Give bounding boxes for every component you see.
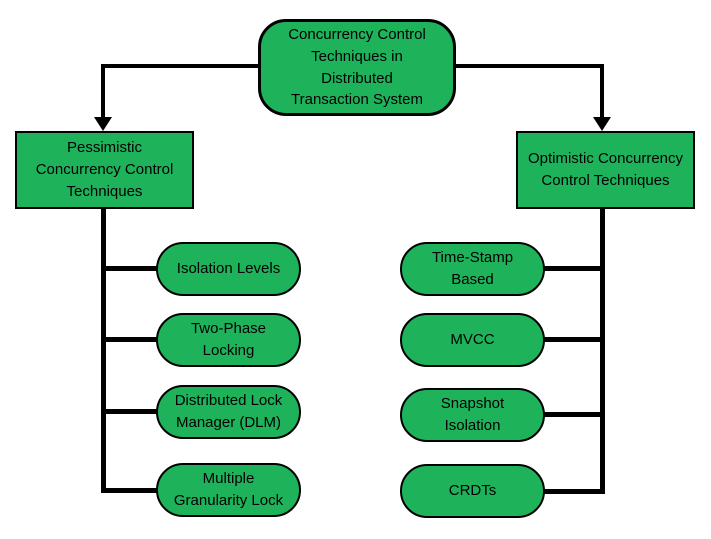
arrowhead-pessimistic bbox=[94, 117, 112, 131]
trunk-optimistic bbox=[600, 208, 605, 494]
node-root-label: Concurrency Control Techniques in Distri… bbox=[288, 26, 426, 109]
connector-root-to-optimistic-horizontal bbox=[456, 64, 604, 68]
arrowhead-optimistic bbox=[593, 117, 611, 131]
node-optimistic-label: Optimistic Concurrency Control Technique… bbox=[527, 150, 684, 189]
stub-multiple-granularity-lock bbox=[101, 488, 159, 493]
node-multiple-granularity-lock: Multiple Granularity Lock bbox=[156, 463, 301, 517]
stub-distributed-lock-manager bbox=[101, 409, 159, 414]
node-multiple-granularity-lock-label: Multiple Granularity Lock bbox=[173, 470, 284, 509]
stub-two-phase-locking bbox=[101, 337, 159, 342]
stub-crdts bbox=[543, 489, 605, 494]
stub-isolation-levels bbox=[101, 266, 159, 271]
node-pessimistic-label: Pessimistic Concurrency Control Techniqu… bbox=[35, 139, 174, 200]
node-pessimistic: Pessimistic Concurrency Control Techniqu… bbox=[15, 131, 194, 209]
node-optimistic: Optimistic Concurrency Control Technique… bbox=[516, 131, 695, 209]
node-time-stamp-based: Time-Stamp Based bbox=[400, 242, 545, 296]
node-time-stamp-based-label: Time-Stamp Based bbox=[431, 249, 514, 288]
connector-root-to-optimistic-vertical bbox=[600, 64, 604, 118]
node-distributed-lock-manager: Distributed Lock Manager (DLM) bbox=[156, 385, 301, 439]
node-mvcc-label: MVCC bbox=[450, 331, 495, 349]
node-distributed-lock-manager-label: Distributed Lock Manager (DLM) bbox=[174, 392, 283, 431]
node-two-phase-locking-label: Two-Phase Locking bbox=[190, 320, 267, 359]
node-isolation-levels: Isolation Levels bbox=[156, 242, 301, 296]
node-mvcc: MVCC bbox=[400, 313, 545, 367]
node-crdts: CRDTs bbox=[400, 464, 545, 518]
node-two-phase-locking: Two-Phase Locking bbox=[156, 313, 301, 367]
node-snapshot-isolation-label: Snapshot Isolation bbox=[440, 395, 505, 434]
connector-root-to-pessimistic-vertical bbox=[101, 64, 105, 118]
node-crdts-label: CRDTs bbox=[448, 482, 497, 500]
stub-snapshot-isolation bbox=[543, 412, 605, 417]
node-snapshot-isolation: Snapshot Isolation bbox=[400, 388, 545, 442]
connector-root-to-pessimistic-horizontal bbox=[101, 64, 258, 68]
node-root: Concurrency Control Techniques in Distri… bbox=[258, 19, 456, 116]
trunk-pessimistic bbox=[101, 208, 106, 493]
stub-mvcc bbox=[543, 337, 605, 342]
stub-time-stamp-based bbox=[543, 266, 605, 271]
node-isolation-levels-label: Isolation Levels bbox=[176, 260, 281, 278]
